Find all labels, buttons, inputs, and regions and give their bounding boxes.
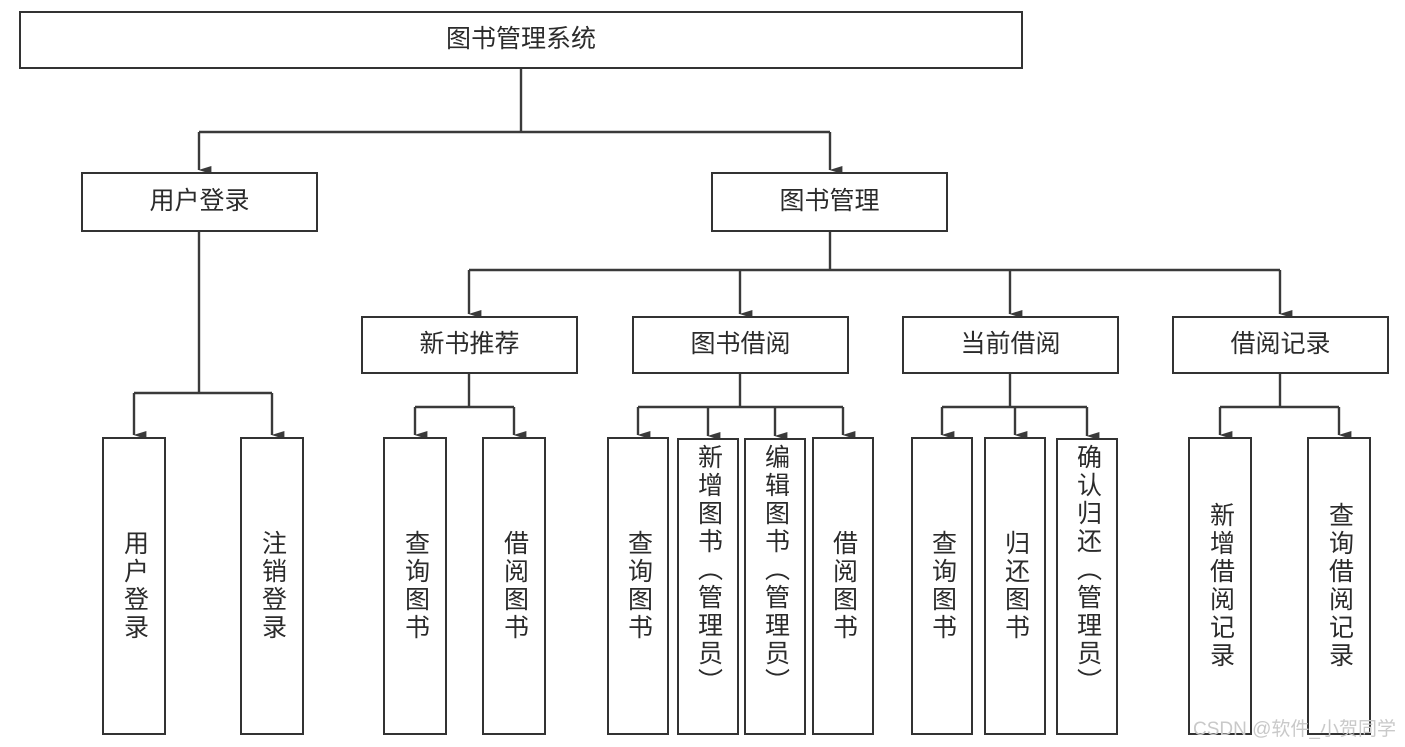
node-leaf-return-book[interactable]: 归还图书 (984, 437, 1046, 735)
node-leaf-query-borrow-record-label: 查询借阅记录 (1325, 502, 1354, 670)
node-new-book-recommend-label: 新书推荐 (419, 330, 520, 359)
node-book-management-label: 图书管理 (779, 187, 880, 216)
node-leaf-add-borrow-record[interactable]: 新增借阅记录 (1188, 437, 1252, 735)
node-leaf-borrow-book-label: 借阅图书 (829, 530, 858, 642)
node-leaf-add-book[interactable]: 新增图书（管理员） (677, 438, 739, 735)
node-book-borrow-label: 图书借阅 (690, 330, 791, 359)
csdn-watermark: CSDN @软件_小贺同学 (1193, 719, 1396, 740)
node-borrow-record-label: 借阅记录 (1230, 330, 1331, 359)
node-root-system[interactable]: 图书管理系统 (19, 11, 1023, 69)
node-leaf-query-book-borrow[interactable]: 查询图书 (607, 437, 669, 735)
node-leaf-user-logout[interactable]: 注销登录 (240, 437, 304, 735)
node-leaf-user-logout-label: 注销登录 (258, 530, 287, 642)
node-leaf-confirm-return-label: 确认归还（管理员） (1073, 444, 1102, 696)
node-leaf-borrow-book-recommend[interactable]: 借阅图书 (482, 437, 546, 735)
node-book-borrow[interactable]: 图书借阅 (632, 316, 849, 374)
node-leaf-query-book-recommend[interactable]: 查询图书 (383, 437, 447, 735)
node-leaf-borrow-book-recommend-label: 借阅图书 (500, 530, 529, 642)
node-user-login-label: 用户登录 (149, 187, 250, 216)
node-current-borrow-label: 当前借阅 (960, 330, 1061, 359)
node-leaf-confirm-return[interactable]: 确认归还（管理员） (1056, 438, 1118, 735)
node-root-system-label: 图书管理系统 (445, 25, 596, 54)
node-leaf-query-borrow-record[interactable]: 查询借阅记录 (1307, 437, 1371, 735)
node-leaf-query-book-recommend-label: 查询图书 (401, 530, 430, 642)
node-leaf-query-book-current[interactable]: 查询图书 (911, 437, 973, 735)
node-user-login[interactable]: 用户登录 (81, 172, 318, 232)
node-leaf-user-login-label: 用户登录 (120, 530, 149, 642)
node-leaf-query-book-borrow-label: 查询图书 (624, 530, 653, 642)
node-current-borrow[interactable]: 当前借阅 (902, 316, 1119, 374)
node-leaf-add-book-label: 新增图书（管理员） (694, 444, 723, 696)
node-leaf-add-borrow-record-label: 新增借阅记录 (1206, 502, 1235, 670)
node-book-management[interactable]: 图书管理 (711, 172, 948, 232)
node-leaf-query-book-current-label: 查询图书 (928, 530, 957, 642)
node-leaf-edit-book[interactable]: 编辑图书（管理员） (744, 438, 806, 735)
node-leaf-return-book-label: 归还图书 (1001, 530, 1030, 642)
node-new-book-recommend[interactable]: 新书推荐 (361, 316, 578, 374)
node-leaf-edit-book-label: 编辑图书（管理员） (761, 444, 790, 696)
node-borrow-record[interactable]: 借阅记录 (1172, 316, 1389, 374)
node-leaf-borrow-book[interactable]: 借阅图书 (812, 437, 874, 735)
node-leaf-user-login[interactable]: 用户登录 (102, 437, 166, 735)
